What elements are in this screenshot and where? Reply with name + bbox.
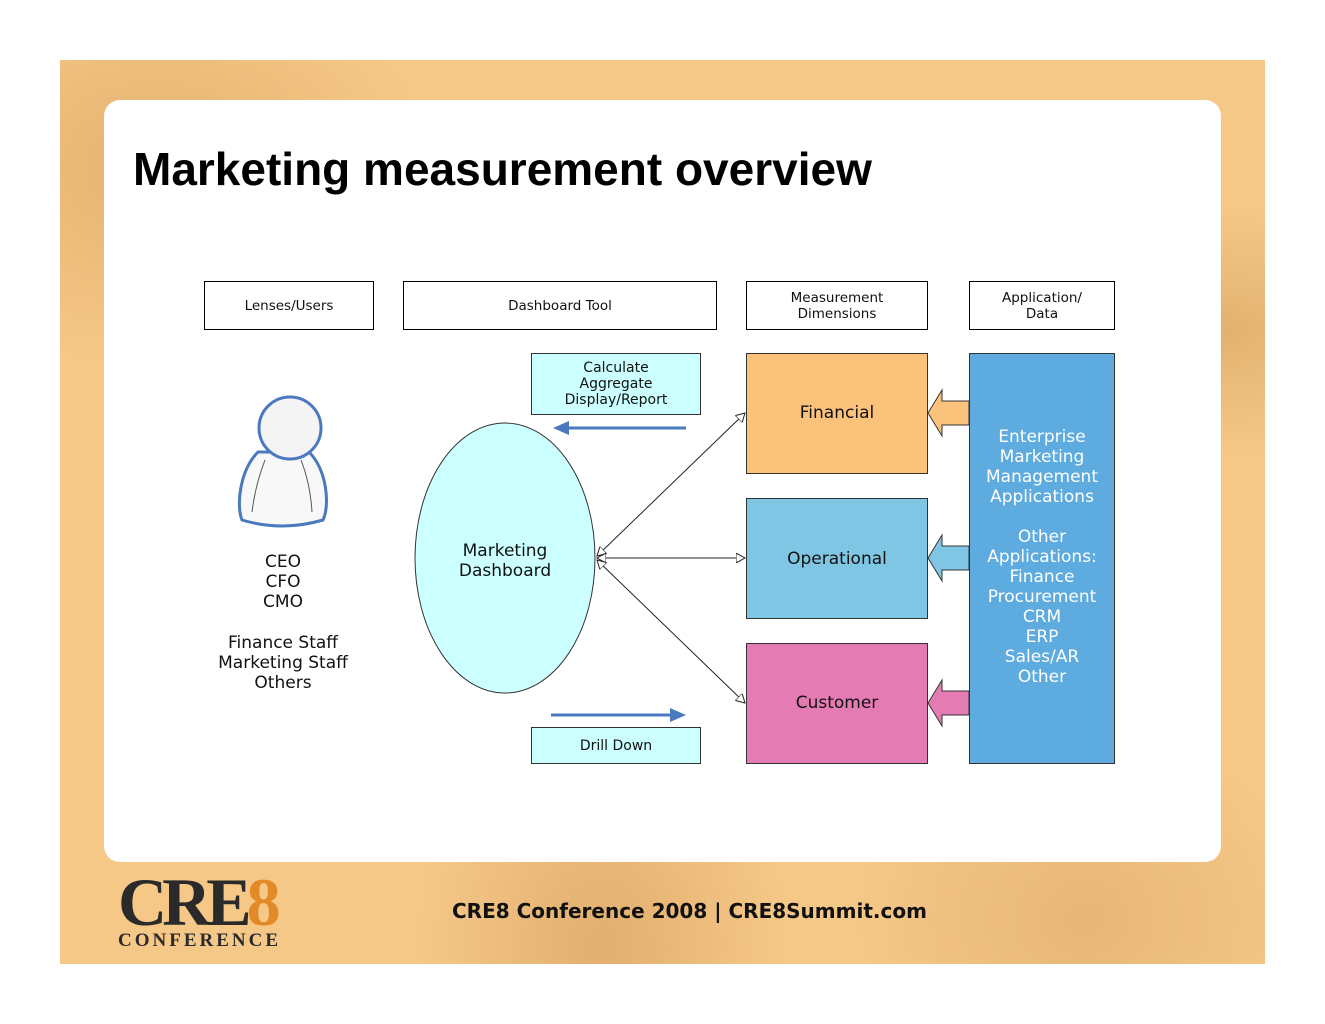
header-application-data-label: Application/ Data	[1002, 289, 1082, 322]
arrow-right-icon	[551, 708, 686, 722]
customer-label: Customer	[795, 693, 879, 713]
drill-down-box: Drill Down	[531, 727, 701, 764]
logo-digit: 8	[246, 864, 281, 940]
slide-title: Marketing measurement overview	[133, 143, 872, 195]
logo-main-text: CRE	[118, 864, 252, 940]
calculate-aggregate-label: Calculate Aggregate Display/Report	[564, 360, 668, 408]
financial-label: Financial	[799, 403, 875, 423]
block-arrow-financial	[927, 388, 970, 438]
other-applications-label: Other Applications: Finance Procurement …	[987, 527, 1097, 687]
calculate-aggregate-box: Calculate Aggregate Display/Report	[531, 353, 701, 415]
connector-financial	[597, 413, 745, 556]
header-measurement-dimensions: Measurement Dimensions	[746, 281, 928, 330]
connector-customer	[597, 560, 745, 703]
header-lenses-users-label: Lenses/Users	[244, 297, 334, 314]
header-measurement-dimensions-label: Measurement Dimensions	[790, 289, 884, 322]
header-application-data: Application/ Data	[969, 281, 1115, 330]
cre8-logo: CRE8 CONFERENCE	[118, 868, 282, 952]
logo-subtext: CONFERENCE	[118, 930, 282, 951]
drill-down-label: Drill Down	[579, 737, 653, 754]
header-dashboard-tool: Dashboard Tool	[403, 281, 717, 330]
customer-box: Customer	[746, 643, 928, 764]
operational-label: Operational	[787, 548, 887, 569]
block-arrow-customer	[927, 678, 970, 728]
executive-users-label: CEO CFO CMO	[263, 552, 303, 612]
marketing-dashboard-label: Marketing Dashboard	[458, 541, 552, 581]
staff-users-label: Finance Staff Marketing Staff Others	[218, 633, 348, 693]
financial-box: Financial	[746, 353, 928, 474]
user-icon	[237, 395, 328, 528]
marketing-dashboard-ellipse	[414, 422, 596, 694]
header-lenses-users: Lenses/Users	[204, 281, 374, 330]
header-dashboard-tool-label: Dashboard Tool	[508, 297, 612, 314]
block-arrow-operational	[927, 533, 970, 583]
operational-box: Operational	[746, 498, 928, 619]
enterprise-applications-label: Enterprise Marketing Management Applicat…	[986, 427, 1098, 507]
footer-text: CRE8 Conference 2008 | CRE8Summit.com	[452, 899, 927, 923]
arrow-left-icon	[553, 421, 686, 435]
